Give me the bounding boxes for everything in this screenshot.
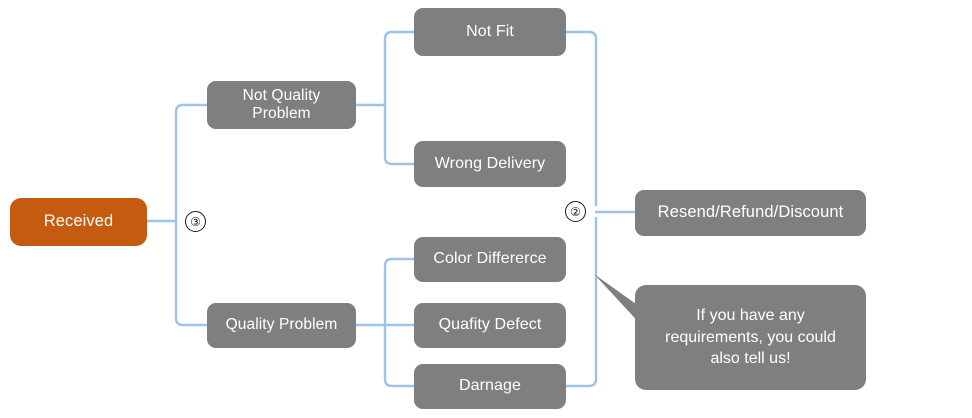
edge-quality-to-damage xyxy=(383,323,416,388)
node-quality-problem-label: Quality Problem xyxy=(225,316,338,334)
node-wrong-delivery-label: Wrong Delivery xyxy=(434,154,546,172)
node-damage-label: Darnage xyxy=(458,377,522,395)
node-not-quality-problem-label: Not Quality Problem xyxy=(242,86,321,122)
node-not-quality-problem[interactable]: Not Quality Problem xyxy=(207,81,356,129)
edge-received-to-quality xyxy=(174,219,209,327)
edge-notquality-to-notfit xyxy=(383,30,416,107)
node-not-fit-label: Not Fit xyxy=(466,22,514,40)
node-quality-defect-label: Quafity Defect xyxy=(438,316,542,334)
edge-notquality-to-wrongdelivery xyxy=(383,103,416,166)
branch-marker-two-label: ② xyxy=(570,204,581,219)
node-received[interactable]: Received xyxy=(10,198,147,246)
node-wrong-delivery[interactable]: Wrong Delivery xyxy=(414,141,566,187)
node-resolution-label: Resend/Refund/Discount xyxy=(657,203,844,222)
node-damage[interactable]: Darnage xyxy=(414,364,566,409)
node-color-difference[interactable]: Color Differerce xyxy=(414,237,566,282)
edge-damage-to-trunk xyxy=(564,216,598,388)
node-quality-problem[interactable]: Quality Problem xyxy=(207,303,356,348)
edge-received-to-not-quality xyxy=(174,103,209,223)
edge-notfit-to-trunk xyxy=(564,30,598,207)
edge-quality-to-colordiff xyxy=(383,257,416,327)
node-resolution[interactable]: Resend/Refund/Discount xyxy=(635,190,866,236)
branch-marker-three: ③ xyxy=(185,211,206,232)
node-color-difference-label: Color Differerce xyxy=(433,250,547,268)
callout-text: If you have any requirements, you could … xyxy=(665,307,836,368)
branch-marker-two: ② xyxy=(565,201,586,222)
callout-bubble: If you have any requirements, you could … xyxy=(635,285,866,390)
node-received-label: Received xyxy=(43,212,114,231)
branch-marker-three-label: ③ xyxy=(190,214,201,229)
node-quality-defect[interactable]: Quafity Defect xyxy=(414,303,566,348)
node-not-fit[interactable]: Not Fit xyxy=(414,8,566,56)
